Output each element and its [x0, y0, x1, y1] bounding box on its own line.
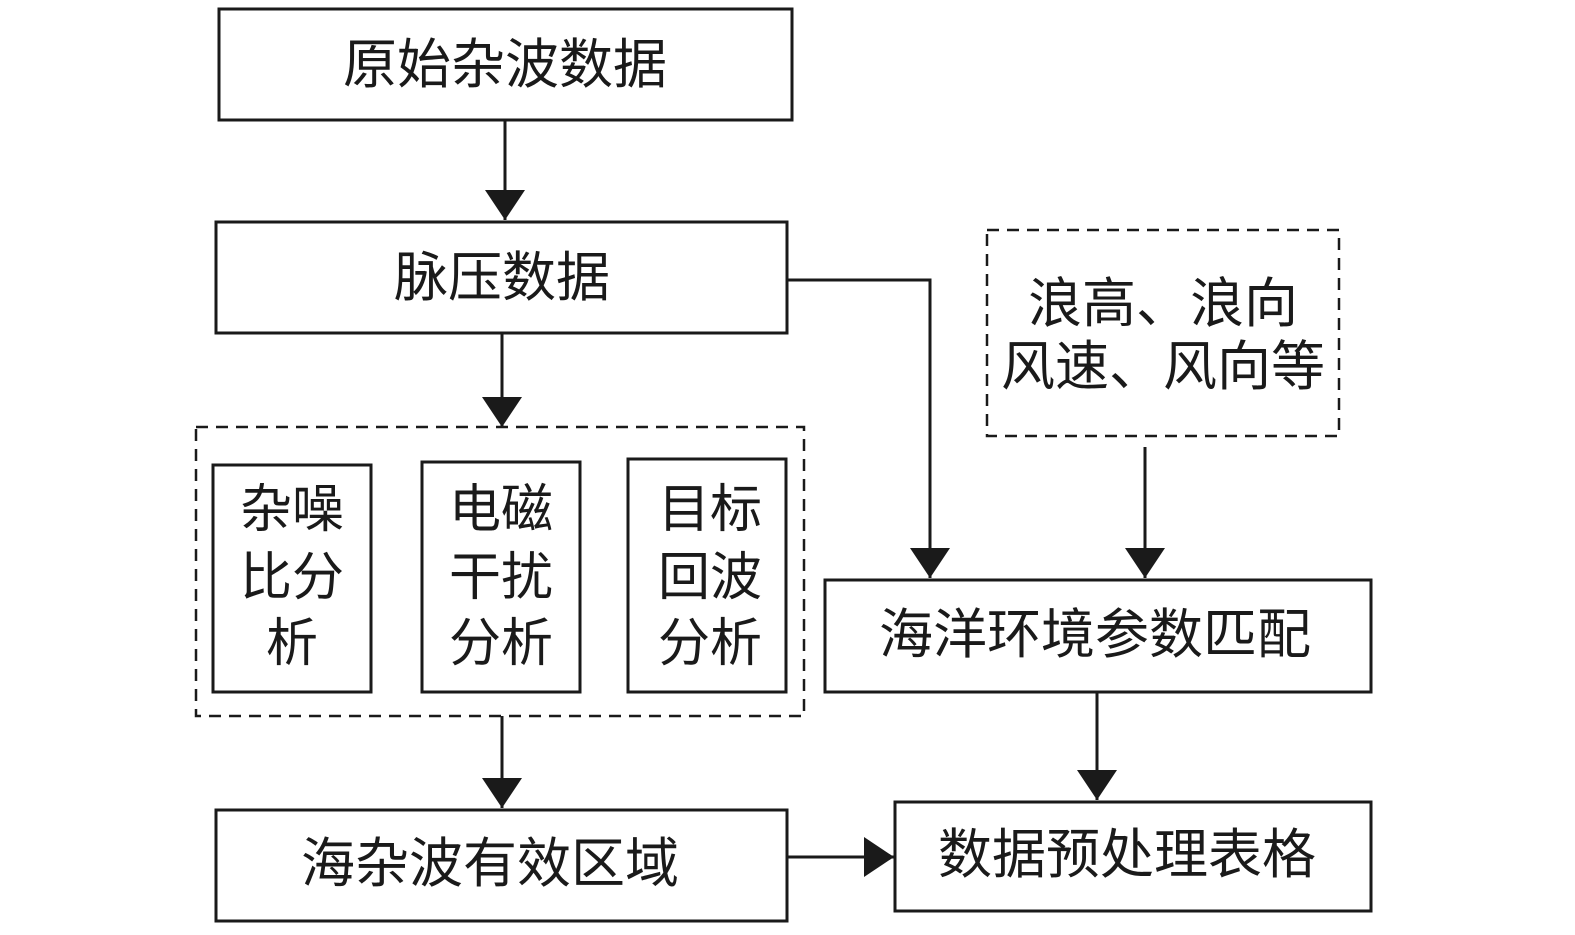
emi-analysis-node: 电磁 干扰 分析 — [420, 460, 582, 694]
emi-analysis-line-2: 干扰 — [449, 548, 553, 608]
ocean-env-matching-node: 海洋环境参数匹配 — [823, 578, 1373, 694]
target-echo-line-3: 分析 — [658, 614, 762, 674]
target-echo-line-1: 目标 — [658, 480, 762, 540]
target-echo-analysis-node: 目标 回波 分析 — [626, 457, 788, 694]
raw-clutter-label: 原始杂波数据 — [343, 33, 667, 96]
analysis-group — [194, 425, 806, 718]
snr-analysis-node: 杂噪 比分 析 — [211, 463, 373, 694]
snr-analysis-line-1: 杂噪 — [240, 480, 344, 540]
snr-analysis-line-2: 比分 — [240, 548, 344, 608]
sea-clutter-region-label: 海杂波有效区域 — [301, 832, 679, 895]
snr-analysis-line-3: 析 — [266, 614, 318, 674]
raw-clutter-node: 原始杂波数据 — [217, 7, 794, 122]
arrow-pulse-to-matching — [787, 278, 950, 578]
ocean-env-matching-label: 海洋环境参数匹配 — [879, 603, 1311, 666]
target-echo-line-2: 回波 — [658, 548, 762, 608]
ocean-env-params-line-1: 浪高、浪向 — [1028, 272, 1298, 335]
preprocess-table-label: 数据预处理表格 — [938, 823, 1316, 886]
preprocess-table-node: 数据预处理表格 — [893, 800, 1373, 913]
sea-clutter-region-node: 海杂波有效区域 — [214, 808, 789, 923]
ocean-env-params-line-2: 风速、风向等 — [1001, 335, 1325, 398]
emi-analysis-line-1: 电磁 — [449, 480, 553, 540]
pulse-compression-label: 脉压数据 — [394, 246, 610, 309]
ocean-env-params-node: 浪高、浪向 风速、风向等 — [985, 228, 1341, 438]
emi-analysis-line-3: 分析 — [449, 614, 553, 674]
pulse-compression-node: 脉压数据 — [214, 220, 789, 335]
